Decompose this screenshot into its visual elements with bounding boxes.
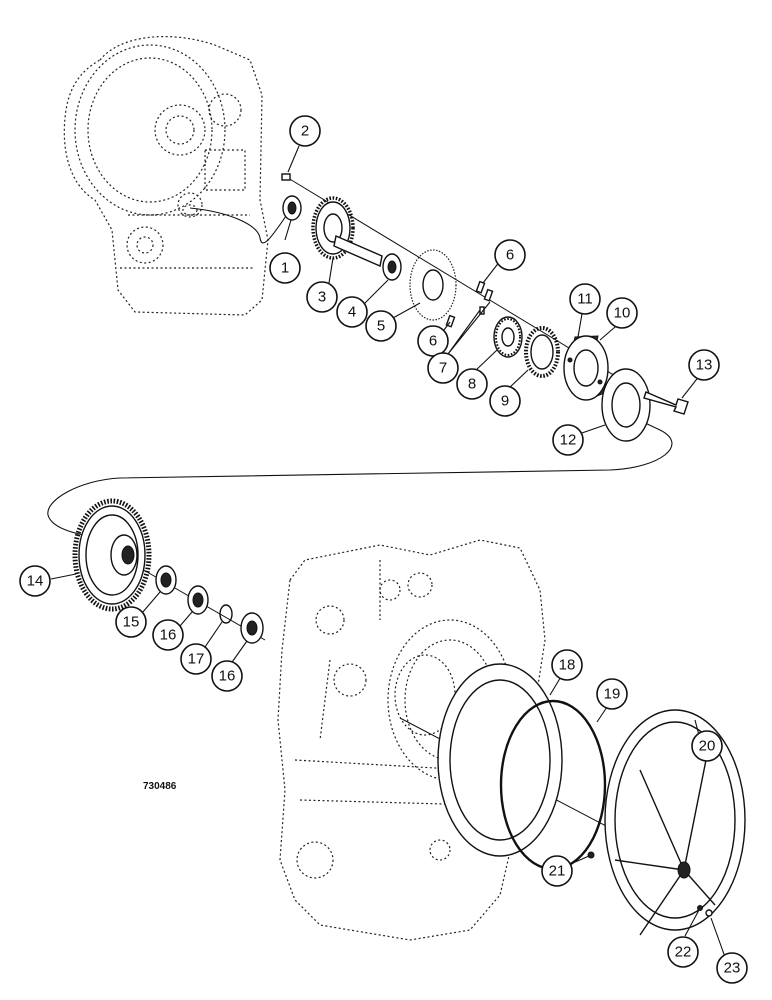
callout-12-label: 12	[560, 432, 577, 449]
callout-2-label: 2	[301, 123, 309, 140]
callout-10-label: 10	[614, 305, 631, 322]
part-3-gear-shaft	[311, 196, 383, 267]
part-2-screw	[281, 173, 291, 181]
callout-15-label: 15	[123, 614, 140, 631]
part-12-flange	[601, 368, 651, 442]
part-8-hub	[493, 316, 523, 358]
callout-17: 17	[180, 643, 212, 675]
callout-4: 4	[336, 296, 368, 328]
callout-9: 9	[489, 385, 521, 417]
part-6-7-pins	[445, 280, 494, 328]
part-21-plug	[587, 851, 595, 859]
callout-21-label: 21	[549, 863, 566, 880]
callout-6b-label: 6	[429, 333, 437, 350]
callout-2: 2	[289, 115, 321, 147]
callout-3: 3	[306, 281, 338, 313]
callout-16b: 16	[211, 660, 243, 692]
callout-18: 18	[551, 649, 583, 681]
callout-6a-label: 6	[506, 247, 514, 264]
callout-16a: 16	[152, 619, 184, 651]
callout-20: 20	[691, 730, 723, 762]
callout-22: 22	[667, 936, 699, 968]
callout-15: 15	[115, 606, 147, 638]
part-17-snap-ring	[219, 604, 233, 624]
callout-12: 12	[552, 424, 584, 456]
callout-21: 21	[541, 855, 573, 887]
callout-20-label: 20	[699, 738, 716, 755]
upper-housing-outline	[63, 36, 269, 316]
callout-16b-label: 16	[219, 668, 236, 685]
callout-4-label: 4	[348, 304, 356, 321]
callout-23: 23	[716, 952, 748, 984]
callout-13: 13	[688, 349, 720, 381]
part-14-large-gear	[72, 498, 152, 612]
callout-19-label: 19	[604, 686, 621, 703]
callout-17-label: 17	[188, 651, 205, 668]
part-16-bearing-b	[240, 612, 264, 644]
callout-7-label: 7	[439, 360, 447, 377]
callout-3-label: 3	[318, 289, 326, 306]
part-15-sleeve	[155, 565, 177, 595]
callout-7: 7	[427, 352, 459, 384]
callout-8-label: 8	[468, 376, 476, 393]
callout-5-label: 5	[377, 318, 385, 335]
part-5-plate	[409, 249, 457, 321]
callout-16a-label: 16	[160, 627, 177, 644]
callout-23-label: 23	[724, 960, 741, 977]
part-10-11-drum	[563, 335, 614, 401]
callout-1: 1	[269, 252, 301, 284]
callout-5: 5	[365, 310, 397, 342]
callout-19: 19	[596, 678, 628, 710]
assembly-path-connector	[47, 414, 673, 541]
part-20-cover	[604, 709, 746, 936]
part-16-bearing-a	[187, 585, 209, 615]
callout-6a: 6	[494, 239, 526, 271]
callout-10: 10	[606, 297, 638, 329]
part-18-gasket	[437, 663, 563, 857]
callout-6b: 6	[417, 325, 449, 357]
part-1-bearing	[282, 195, 302, 221]
part-4-bearing	[382, 253, 402, 281]
callout-14: 14	[19, 565, 51, 597]
assembly-path-upper	[189, 207, 291, 244]
callout-11: 11	[569, 283, 601, 315]
part-13-bolt	[643, 391, 689, 415]
callout-1-label: 1	[281, 260, 289, 277]
part-9-ring	[524, 326, 560, 378]
callout-9-label: 9	[501, 393, 509, 410]
callout-22-label: 22	[675, 944, 692, 961]
callout-18-label: 18	[559, 657, 576, 674]
callout-8: 8	[456, 368, 488, 400]
figure-number: 730486	[143, 781, 177, 792]
callout-11-label: 11	[577, 291, 593, 308]
callout-13-label: 13	[696, 357, 713, 374]
part-22-23-fitting	[697, 905, 713, 917]
callout-14-label: 14	[27, 573, 44, 590]
